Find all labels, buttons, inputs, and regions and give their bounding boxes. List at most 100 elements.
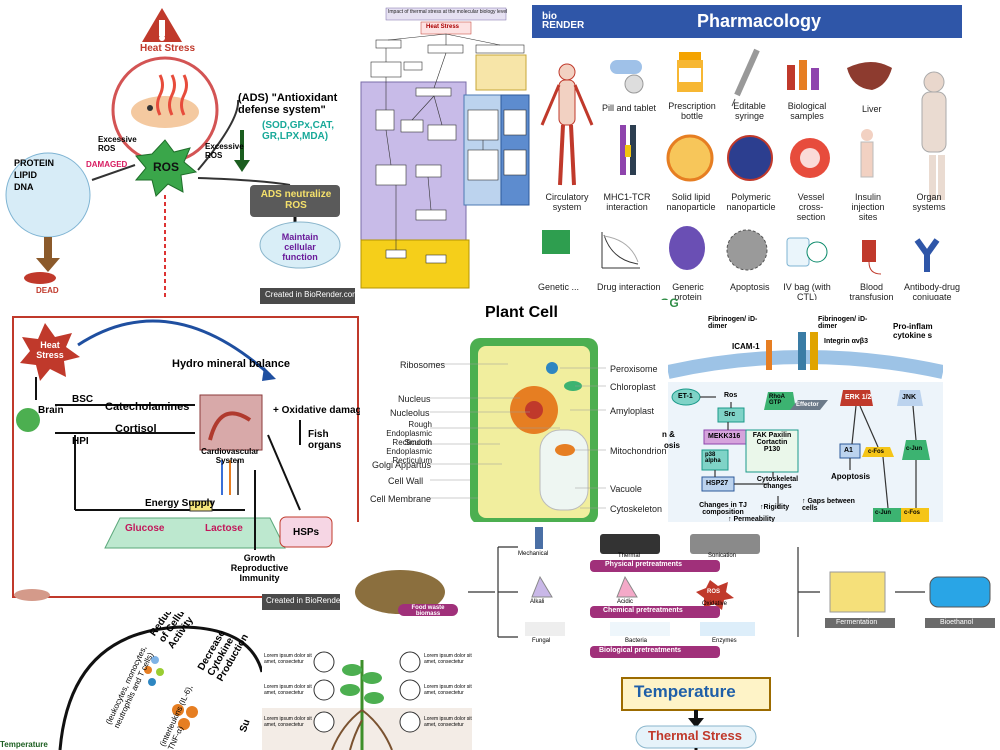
cjun2-label: c-Jun [875, 510, 892, 516]
label-nucleolus: Nucleolus [390, 408, 430, 418]
cfos-node [862, 447, 894, 457]
bsc-label: BSC [72, 394, 94, 405]
fish-icon [131, 96, 199, 128]
cjun-node [902, 440, 930, 460]
ros-label: ROS [153, 160, 180, 174]
energy-label: Energy Supply [145, 498, 216, 509]
hsps-label: HSPs [293, 527, 320, 538]
tj-label: Changes in TJ composition [699, 502, 747, 516]
temperature-box [621, 677, 771, 711]
fibrinogen-left: Fibrinogen/ iD-dimer [708, 316, 758, 330]
rhoa-label: RhoA GTP [769, 394, 785, 406]
label-nucleus: Nucleus [398, 394, 431, 404]
ros-burst-icon [134, 139, 198, 197]
biorender-logo: bio RENDER [542, 11, 585, 31]
label-syringe: Editable syringe [733, 101, 766, 121]
genetic-icon [542, 230, 570, 254]
label-chloroplast: Chloroplast [610, 382, 656, 392]
insulin-sites-icon [860, 129, 874, 178]
label-organ-systems: Organ systems [912, 192, 946, 212]
peroxisome [546, 362, 558, 374]
label-liver: Liver [862, 104, 882, 114]
plant-root-diagram [262, 651, 472, 750]
fish-physiology-panel: Heat Stress Brain BSC HPI Catecholamines… [0, 305, 360, 610]
pro-inflam-label: Pro-inflam cytokine s [893, 322, 933, 340]
plant-root-panel: Lorem ipsum dolor sit amet, consectetur … [262, 650, 472, 750]
chloroplast [564, 381, 582, 391]
lorem-right-1: Lorem ipsum dolor sit amet, consectetur [424, 653, 472, 665]
thermal-stress-panel: Temperature Thermal Stress [610, 670, 810, 750]
ads-neutralize-label: ADS neutralize ROS [260, 189, 332, 211]
heat-stress-label: Heat Stress [140, 43, 196, 54]
brain-label: Brain [38, 405, 64, 416]
hsp27-label: HSP27 [706, 480, 729, 487]
bacteria-label: Bacteria [625, 638, 648, 644]
flowchart-title: Impact of thermal stress at the molecula… [388, 9, 508, 15]
pretreatment-diagram [355, 527, 995, 658]
mhc-tcr-icon [620, 125, 636, 175]
fish-heat-stress: Heat Stress [36, 340, 64, 360]
signaling-pathway-panel: Fibrinogen/ iD-dimer Fibrinogen/ iD-dime… [668, 312, 943, 524]
fibrinogen-right: Fibrinogen/ iD-dimer [818, 316, 868, 330]
lipid-label: LIPID [14, 170, 38, 180]
erk-node [840, 390, 873, 406]
label-prescription-bottle: Prescription bottle [668, 101, 716, 121]
fungal-label: Fungal [532, 638, 551, 644]
jnk-label: JNK [902, 394, 917, 401]
growth-label: Growth Reproductive Immunity [230, 553, 289, 583]
mitochondrion [555, 444, 575, 456]
excessive-ros-right: Excessive ROS [205, 142, 244, 160]
drug-interaction-icon [601, 232, 640, 269]
plant-cell-panel: Plant Cell Ribosomes Nucleus Nucleolus R… [370, 300, 670, 528]
label-pill-tablet: Pill and tablet [602, 103, 657, 113]
maintain-cell-ellipse [259, 221, 341, 269]
temperature-immune-label: Temperature [0, 740, 48, 749]
ros-sig-label: Ros [724, 392, 738, 399]
ads-enzymes: (SOD,GPx,CAT, GR,LPX,MDA) [262, 120, 335, 142]
label-vacuole: Vacuole [610, 484, 642, 494]
ads-title: (ADS) "Antioxidant defense system" [238, 92, 338, 116]
antibody-icon [914, 238, 940, 272]
oxidative-pre-label: Oxidative [702, 601, 728, 607]
label-amyloplast: Amyloplast [610, 406, 655, 416]
label-peroxisome: Peroxisome [610, 364, 658, 374]
physical-label: Physical pretreatments [605, 561, 683, 568]
cortisol-label: Cortisol [115, 423, 157, 435]
cardio-label: Cardiovascular System [201, 447, 259, 465]
src-label: Src [724, 411, 736, 418]
label-mhc-tcr: MHC1-TCR interaction [603, 192, 651, 212]
fermenter-image [829, 571, 886, 613]
dead-label: DEAD [36, 286, 59, 295]
bioethanol-label: Bioethanol [940, 619, 974, 626]
oxidative-label: + Oxidative damages [273, 405, 360, 416]
heat-stress-ros-diagram [5, 8, 355, 304]
heat-stress-burst [20, 323, 80, 381]
ads-neutralize-box [250, 185, 340, 217]
hsps-box [279, 516, 333, 548]
prescription-bottle-icon [677, 52, 703, 92]
integrin-label: Integrin αvβ3 [824, 338, 868, 345]
cfos-label: c-Fos [868, 449, 885, 455]
icam-label: ICAM-1 [732, 342, 760, 351]
label-iv-bag: IV bag (with CTL) [783, 282, 831, 300]
label-circulatory: Circulatory system [545, 192, 589, 212]
cjun-label: c-Jun [906, 446, 923, 452]
biological-banner [590, 646, 720, 658]
enzymes-label: Enzymes [712, 638, 737, 644]
molecular-flowchart-panel: Impact of thermal stress at the molecula… [356, 0, 532, 290]
catecholamines-label: Catecholamines [105, 401, 190, 413]
alkali-label: Alkali [530, 599, 545, 605]
fermentation-label: Fermentation [836, 619, 878, 626]
chemical-banner [590, 606, 720, 618]
label-cell-wall: Cell Wall [388, 476, 424, 486]
lorem-left-2: Lorem ipsum dolor sit amet, consectetur [264, 684, 312, 696]
protein-label: PROTEIN [14, 158, 55, 168]
excessive-ros-left: Excessive ROS [98, 135, 137, 153]
biorender-credit: Created in BioRender.com [265, 290, 355, 299]
label-smooth-er: Smooth Endoplasmic Recticulum [386, 438, 432, 465]
signaling-left-fragment-2: osis [664, 441, 681, 450]
bioethanol-image [929, 576, 991, 608]
permeability-label: ↑ Permeability [728, 516, 776, 523]
food-waste-image [355, 570, 445, 614]
signaling-left-fragment-1: n & [662, 430, 675, 439]
